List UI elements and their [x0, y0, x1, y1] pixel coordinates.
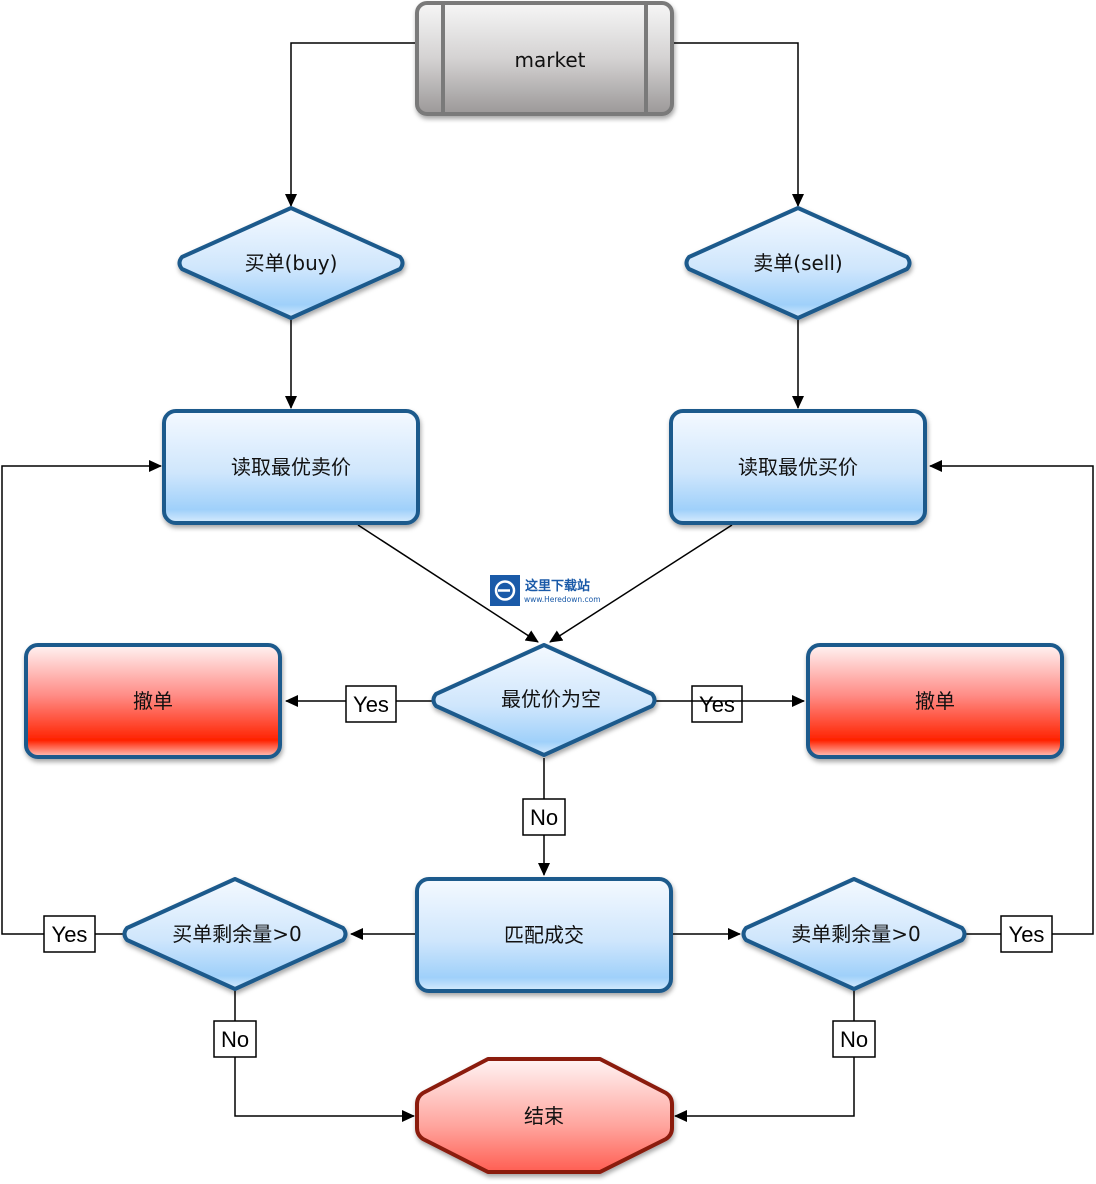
yes-label: Yes [699, 692, 735, 717]
edge-label-empty-yes-right: Yes [691, 685, 743, 723]
yes-label: Yes [1009, 922, 1045, 947]
cancel-left-node [24, 643, 282, 759]
no-label: No [530, 805, 558, 830]
yes-label: Yes [353, 692, 389, 717]
read-best-sell-label: 读取最优卖价 [231, 455, 351, 479]
edge-label-sell-remaining-yes: Yes [1000, 915, 1053, 953]
edge-sell-remaining-no-to-end [674, 990, 855, 1122]
buy-remaining-label: 买单剩余量>0 [172, 922, 301, 946]
buy-label: 买单(buy) [245, 251, 338, 275]
edge-buy-remaining-no-to-end [234, 990, 415, 1122]
cancel-right-node [806, 643, 1064, 759]
edge-label-buy-remaining-yes: Yes [43, 915, 96, 953]
watermark-url: www.Heredown.com [524, 595, 601, 604]
match-node [415, 877, 673, 993]
sell-remaining-decision [741, 877, 967, 991]
sell-decision [684, 206, 912, 320]
market-node [415, 1, 674, 116]
cancel-left-label: 撤单 [133, 689, 173, 713]
edge-market-to-sell [672, 42, 804, 207]
sell-remaining-label: 卖单剩余量>0 [791, 922, 920, 946]
edge-label-empty-yes-left: Yes [345, 685, 397, 723]
best-price-empty-decision [431, 643, 657, 757]
edge-label-sell-remaining-no: No [832, 1020, 876, 1058]
watermark: 这里下载站 www.Heredown.com [490, 575, 601, 606]
buy-decision [177, 206, 405, 320]
no-label: No [221, 1027, 249, 1052]
market-label: market [515, 48, 586, 72]
sell-label: 卖单(sell) [753, 251, 842, 275]
read-best-sell-node [162, 409, 420, 525]
edge-label-empty-no: No [522, 798, 566, 836]
best-price-empty-label: 最优价为空 [501, 687, 601, 711]
edge-market-to-buy [285, 42, 417, 207]
yes-label: Yes [52, 922, 88, 947]
buy-remaining-decision [122, 877, 348, 991]
no-label: No [840, 1027, 868, 1052]
edge-read-buy-to-empty [549, 524, 733, 643]
cancel-right-label: 撤单 [915, 689, 955, 713]
read-best-buy-label: 读取最优买价 [738, 455, 858, 479]
end-node [415, 1057, 674, 1174]
match-label: 匹配成交 [504, 923, 584, 947]
edge-label-buy-remaining-no: No [213, 1020, 257, 1058]
watermark-name: 这里下载站 [525, 578, 590, 594]
end-label: 结束 [524, 1104, 564, 1128]
read-best-buy-node [669, 409, 927, 525]
edge-read-sell-to-empty [357, 524, 539, 643]
